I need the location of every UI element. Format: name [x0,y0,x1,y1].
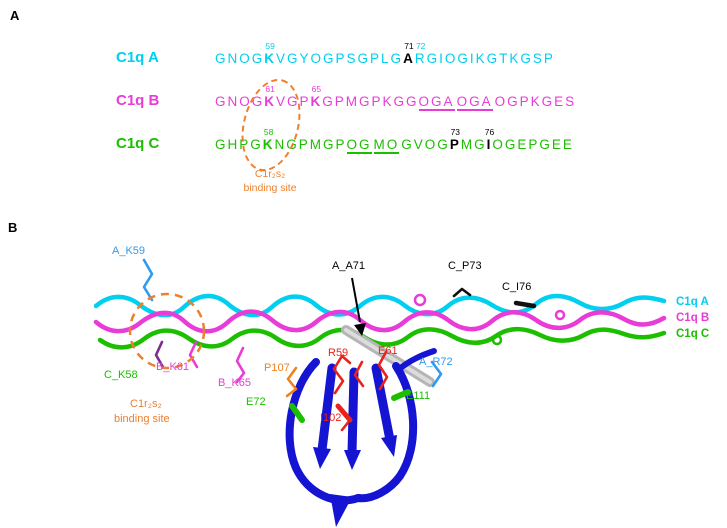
residue-segment: OGA [456,94,493,111]
residue-number: 72 [415,41,426,51]
proline-ring-2 [554,309,566,321]
panel-a-label: A [10,8,20,23]
residue-segment: OGA [418,94,455,111]
strand-c1q-c [97,326,667,350]
residue-segment: GNOG [215,51,265,66]
ghA-strand-2 [347,367,359,458]
residue-segment: NGPMGP [274,137,347,152]
stick-red-mid [353,360,365,388]
strand-c1q-a [93,293,667,318]
residue-number: 58 [263,127,274,137]
residue-segment: O [494,94,508,109]
stick-p107 [285,366,298,398]
stick-a-k59 [142,258,154,302]
ghA-module [285,348,437,527]
residue-segment: GIOGIKGTKGSP [426,51,555,66]
collagen-stem-gray-highlight [344,328,432,384]
binding-site-caption: C1r₂s₂ binding site [218,167,322,195]
a71-arrow-line [351,277,361,323]
ghA-arrowhead-1 [313,447,331,469]
residue-segment: OGEPGEE [492,137,574,152]
stick-r59-branch [340,354,352,365]
residue-sticks [142,258,537,432]
stick-e61 [377,350,389,391]
ghA-arrowhead-2 [344,450,361,470]
binding-site-caption-line1: C1r₂s₂ [254,168,286,180]
ghA-arrowhead-3 [381,435,397,457]
residue-number: 65 [311,84,322,94]
ghA-strand-1 [317,363,337,455]
residue-segment: OG [346,137,372,154]
residue-segment: VGYOGPSGPLG [276,51,404,66]
binding-site-circle [128,292,206,370]
chain-label: C1q C [116,135,160,152]
stick-c-k58 [154,340,165,369]
panel-b-label: B [8,220,18,235]
residue-segment: VGP [276,94,311,109]
residue-number: 61 [265,84,275,94]
proline-ring-1 [413,293,427,307]
stick-b-k65 [235,346,246,384]
stick-b-k61 [188,340,199,369]
chain-label: C1q A [116,49,159,66]
residue-number: 76 [484,127,495,137]
stick-e72 [289,403,305,423]
residue-segment: MG [460,137,487,152]
residue-number: 71 [404,41,414,51]
a71-arrowhead [354,323,366,336]
stick-e111 [391,389,411,401]
residue-segment: MO [373,137,400,154]
ghA-strand-3 [371,363,395,445]
residue-segment: GVOG [401,137,450,152]
residue-number: 73 [450,127,461,137]
residue-segment: GNOG [215,94,265,109]
stick-a-r72 [430,360,443,388]
stick-c-i76 [513,300,537,309]
stick-i102-tail [340,418,352,432]
proline-ring-3 [491,334,503,346]
strand-c1q-b [93,309,667,334]
residue-segment: GHPG [215,137,263,152]
residue-number: 59 [265,41,275,51]
binding-site-caption-line2: binding site [243,182,297,195]
stick-c-p73 [452,287,472,298]
ghA-bottom-arrow [330,494,352,527]
residue-segment: GPMGPKGG [322,94,419,109]
residue-segment: GPKGES [507,94,577,109]
ghA-strand-up [395,348,437,373]
stick-r59-main [332,354,345,395]
stick-i102 [335,403,353,423]
chain-label: C1q B [116,92,160,109]
